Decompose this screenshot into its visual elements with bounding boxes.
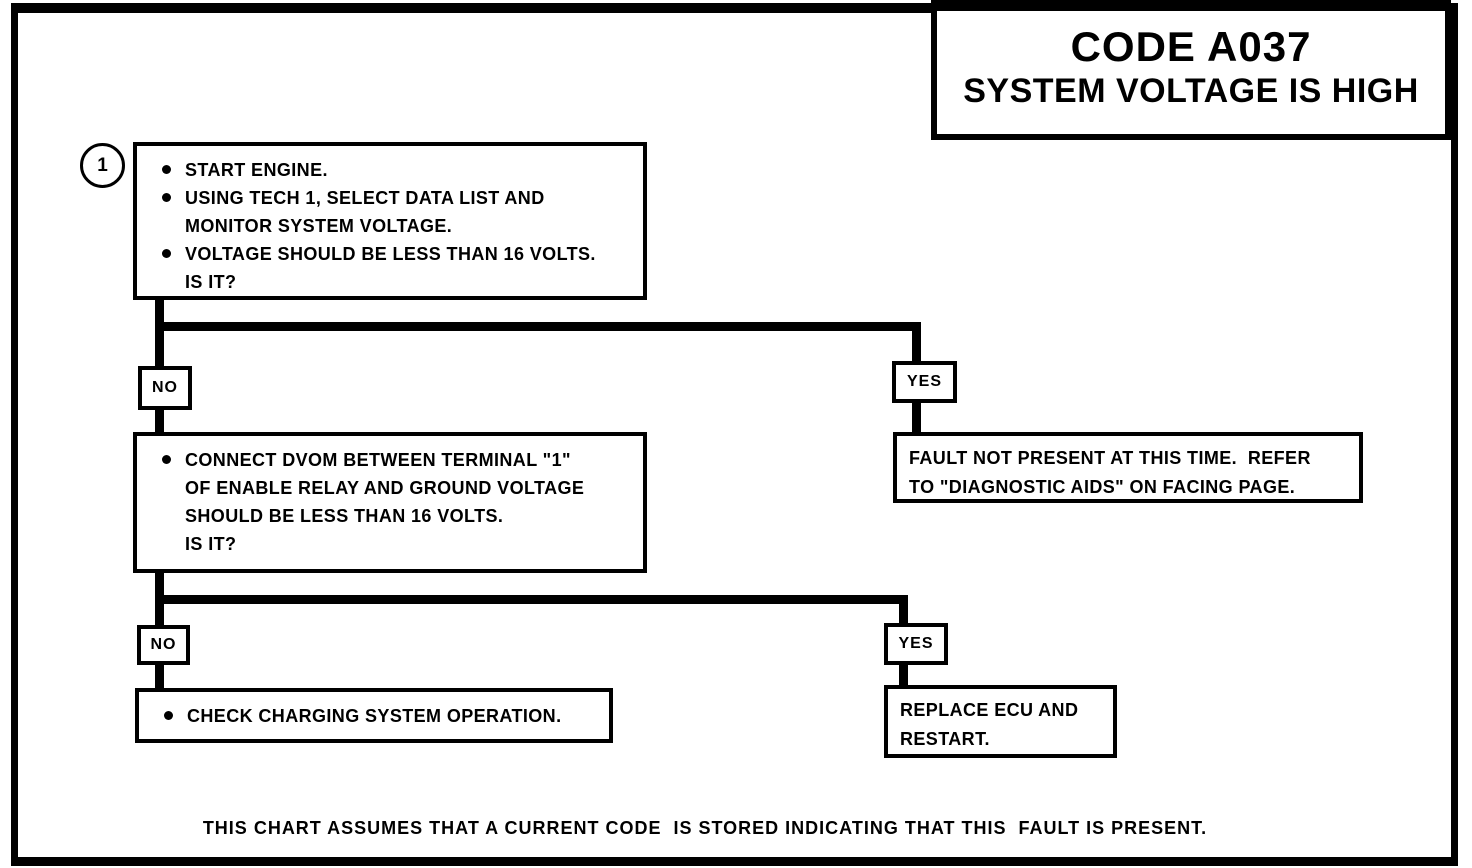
step1-box: START ENGINE. USING TECH 1, SELECT DATA L… [133,142,647,300]
text: FAULT NOT PRESENT AT THIS TIME. REFER [909,448,1311,468]
bullet-icon [162,249,171,258]
bullet-spacer [162,511,171,520]
text-line: FAULT NOT PRESENT AT THIS TIME. REFER [909,444,1359,473]
text: USING TECH 1, SELECT DATA LIST AND [185,188,545,208]
connector-no1-drop [155,410,164,432]
text-line: REPLACE ECU AND [900,696,1113,725]
yes-label-1: YES [906,373,942,390]
connector-replace-drop [899,665,908,685]
connector-fault-drop [912,403,921,432]
text-line: TO "DIAGNOSTIC AIDS" ON FACING PAGE. [909,473,1359,502]
yes-label-2: YES [898,635,934,652]
bullet-spacer [162,539,171,548]
text: RESTART. [900,729,990,749]
connector-yes2-drop [899,595,908,623]
replace-ecu-box: REPLACE ECU AND RESTART. [884,685,1117,758]
step-number: 1 [97,154,108,176]
step2-box: CONNECT DVOM BETWEEN TERMINAL "1" OF ENAB… [133,432,647,573]
text-line: CONNECT DVOM BETWEEN TERMINAL "1" [137,446,643,474]
text: TO "DIAGNOSTIC AIDS" ON FACING PAGE. [909,477,1296,497]
text-line: IS IT? [137,530,643,558]
connector-trunk-1 [155,298,164,366]
text-line: VOLTAGE SHOULD BE LESS THAN 16 VOLTS. [137,240,643,268]
no-label-2: NO [150,636,177,653]
connector-no2-drop [155,665,164,688]
connector-branch-2 [155,595,908,604]
text-line: START ENGINE. [137,156,643,184]
yes-label-box-1: YES [892,361,957,403]
text: CONNECT DVOM BETWEEN TERMINAL "1" [185,450,571,470]
text-line: OF ENABLE RELAY AND GROUND VOLTAGE [137,474,643,502]
text-line: CHECK CHARGING SYSTEM OPERATION. [139,702,609,730]
bullet-icon [162,193,171,202]
text: IS IT? [185,534,237,554]
text: REPLACE ECU AND [900,700,1079,720]
text: START ENGINE. [185,160,328,180]
text: SHOULD BE LESS THAN 16 VOLTS. [185,506,504,526]
no-label-box-2: NO [137,625,190,665]
no-label-box-1: NO [138,366,192,410]
text: OF ENABLE RELAY AND GROUND VOLTAGE [185,478,585,498]
text: IS IT? [185,272,237,292]
bullet-spacer [162,483,171,492]
bullet-icon [162,455,171,464]
text-line: MONITOR SYSTEM VOLTAGE. [137,212,643,240]
bullet-icon [164,711,173,720]
text: VOLTAGE SHOULD BE LESS THAN 16 VOLTS. [185,244,596,264]
code-title: CODE A037 [1070,23,1312,70]
text-line: USING TECH 1, SELECT DATA LIST AND [137,184,643,212]
text-line: IS IT? [137,268,643,296]
step-number-circle: 1 [80,143,125,188]
bullet-spacer [162,277,171,286]
fault-not-present-box: FAULT NOT PRESENT AT THIS TIME. REFER TO … [893,432,1363,503]
no-label-1: NO [152,379,178,396]
connector-branch-1 [155,322,921,331]
text: MONITOR SYSTEM VOLTAGE. [185,216,453,236]
text-line: SHOULD BE LESS THAN 16 VOLTS. [137,502,643,530]
text-line: RESTART. [900,725,1113,754]
connector-yes1-drop [912,322,921,361]
title-box: CODE A037 SYSTEM VOLTAGE IS HIGH [931,0,1451,140]
yes-label-box-2: YES [884,623,948,665]
code-subtitle: SYSTEM VOLTAGE IS HIGH [963,72,1419,110]
bullet-spacer [162,221,171,230]
bullet-icon [162,165,171,174]
check-charging-box: CHECK CHARGING SYSTEM OPERATION. [135,688,613,743]
text: CHECK CHARGING SYSTEM OPERATION. [187,706,562,726]
footer-note: THIS CHART ASSUMES THAT A CURRENT CODE I… [202,818,1208,838]
